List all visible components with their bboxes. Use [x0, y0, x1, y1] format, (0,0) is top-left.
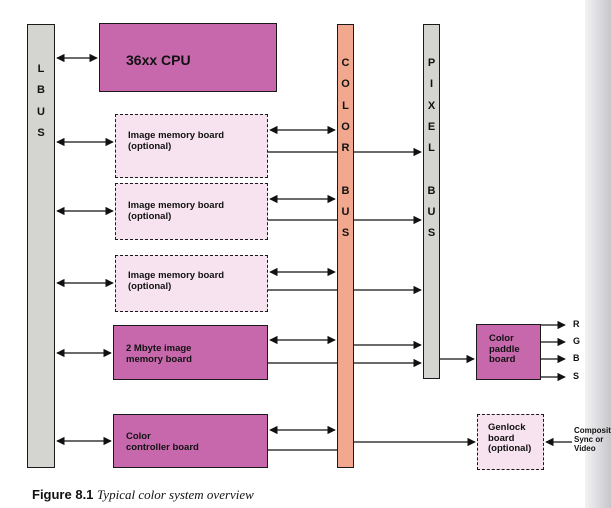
- image-memory-board-2-label: Image memory board (optional): [128, 200, 225, 222]
- figure-caption: Figure 8.1 Typical color system overview: [32, 487, 254, 503]
- genlock-board-label: Genlock board (optional): [488, 422, 532, 454]
- composite-input-label: Composite Sync or Video: [574, 426, 611, 453]
- image-memory-board-1: Image memory board (optional): [115, 114, 268, 178]
- two-mbyte-memory-board-label: 2 Mbyte image memory board: [126, 343, 192, 365]
- genlock-board: Genlock board (optional): [477, 414, 544, 470]
- image-memory-board-2: Image memory board (optional): [115, 183, 268, 240]
- output-g-label: G: [573, 336, 581, 346]
- l-bus-label: L B U S: [37, 63, 45, 139]
- l-bus: L B U S: [27, 24, 55, 468]
- color-bus-label: C O L O R B U S: [341, 57, 350, 240]
- page-edge-shadow: [585, 0, 611, 508]
- image-memory-board-3-label: Image memory board (optional): [128, 270, 225, 292]
- two-mbyte-memory-board: 2 Mbyte image memory board: [113, 325, 268, 380]
- output-b-label: B: [573, 353, 580, 363]
- pixel-bus-label: P I X E L B U S: [427, 57, 436, 240]
- pixel-bus: P I X E L B U S: [423, 24, 440, 379]
- output-r-label: R: [573, 319, 580, 329]
- color-paddle-board: Color paddle board: [476, 324, 541, 380]
- color-controller-board: Color controller board: [113, 414, 268, 468]
- image-memory-board-3: Image memory board (optional): [115, 255, 268, 312]
- image-memory-board-1-label: Image memory board (optional): [128, 130, 225, 152]
- color-paddle-board-label: Color paddle board: [489, 333, 520, 365]
- cpu-board-label: 36xx CPU: [126, 52, 191, 68]
- color-controller-board-label: Color controller board: [126, 431, 199, 453]
- output-s-label: S: [573, 371, 580, 381]
- cpu-board: 36xx CPU: [99, 23, 277, 92]
- figure-number: Figure 8.1: [32, 487, 94, 502]
- figure-caption-text: Typical color system overview: [97, 487, 254, 502]
- color-bus: C O L O R B U S: [337, 24, 354, 468]
